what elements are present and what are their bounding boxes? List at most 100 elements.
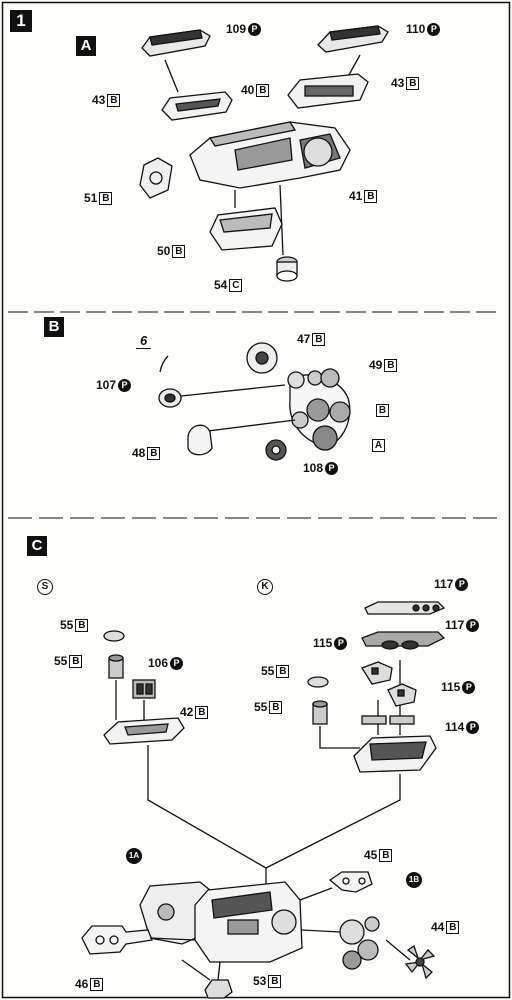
part-number: 55 xyxy=(54,654,68,668)
part-number: 41 xyxy=(349,189,363,203)
part-label-51: 51 B xyxy=(84,191,113,205)
paint-tag: P xyxy=(248,22,262,36)
ref-label-b: B xyxy=(376,404,389,417)
part-label-43-right: 43 B xyxy=(391,76,420,90)
part-label-106: 106 P xyxy=(148,656,184,670)
part-label-45: 45 B xyxy=(364,848,393,862)
part-number: 40 xyxy=(241,83,255,97)
sprue-tag: B xyxy=(276,664,290,678)
part-1b-accessories xyxy=(339,916,380,970)
paint-tag: P xyxy=(455,577,469,591)
sprue-tag: B xyxy=(147,446,161,460)
part-number: 106 xyxy=(148,656,169,670)
sprue-tag: B xyxy=(446,920,460,934)
part-number: 117 xyxy=(434,577,454,591)
part-number: 44 xyxy=(431,920,445,934)
part-40-41-engine-block xyxy=(189,121,351,189)
part-106-carb xyxy=(132,679,156,699)
final-engine-assembly xyxy=(139,881,303,963)
guide-line xyxy=(180,384,286,397)
guide-line xyxy=(149,937,196,941)
guide-line xyxy=(385,939,411,961)
tool-number-6: 6 xyxy=(136,333,152,349)
k-part-115-left xyxy=(361,661,393,685)
section-c-marker: C xyxy=(27,536,47,556)
variant-tag: K xyxy=(257,579,273,595)
part-45-bracket xyxy=(328,871,373,893)
guide-line xyxy=(147,745,267,869)
part-48-cap xyxy=(187,424,213,456)
part-label-48: 48 B xyxy=(132,446,161,460)
variant-tag: S xyxy=(37,579,53,595)
paint-tag: P xyxy=(325,461,339,475)
sprue-tag: B xyxy=(406,76,420,90)
part-number: 110 xyxy=(406,22,426,36)
guide-line xyxy=(301,929,341,933)
part-42-intake xyxy=(103,717,185,745)
ref-label-a: A xyxy=(372,439,385,452)
part-number: 46 xyxy=(75,977,89,991)
part-number: 55 xyxy=(254,700,268,714)
sprue-tag: B xyxy=(90,977,104,991)
part-number: 115 xyxy=(441,680,461,694)
part-label-55-s-top: 55 B xyxy=(60,618,89,632)
k-part-114 xyxy=(361,715,415,725)
part-number: 109 xyxy=(226,22,247,36)
sprue-tag: B xyxy=(107,93,121,107)
guide-line xyxy=(279,184,284,256)
part-number: 54 xyxy=(214,278,228,292)
part-109-scoop xyxy=(141,29,211,57)
part-47-alternator xyxy=(246,342,278,374)
part-label-117-mid: 117 P xyxy=(445,618,480,632)
part-label-47: 47 B xyxy=(297,332,326,346)
ref-marker-1b: 1B xyxy=(406,872,422,888)
sprue-tag: B xyxy=(364,189,378,203)
part-label-53: 53 B xyxy=(253,974,282,988)
ref-marker-1a: 1A xyxy=(126,848,142,864)
part-label-55-k-top: 55 B xyxy=(261,664,290,678)
part-label-117-top: 117 P xyxy=(434,577,469,591)
sprue-tag: B xyxy=(269,700,283,714)
paint-tag: P xyxy=(466,618,480,632)
sprue-tag: B xyxy=(99,191,113,205)
sprue-tag: B xyxy=(268,974,282,988)
sprue-tag: B xyxy=(384,358,398,372)
part-108-pulley xyxy=(265,439,287,461)
part-number: 43 xyxy=(92,93,106,107)
part-number: 51 xyxy=(84,191,98,205)
tool-arrow xyxy=(159,355,169,373)
guide-line xyxy=(199,419,296,433)
variant-s-marker: S xyxy=(37,579,53,595)
guide-line xyxy=(299,887,333,901)
k-part-117-top xyxy=(364,601,446,615)
part-label-41: 41 B xyxy=(349,189,378,203)
paint-tag: P xyxy=(334,636,348,650)
part-label-107: 107 P xyxy=(96,378,132,392)
step-number: 1 xyxy=(10,10,32,32)
section-b-marker: B xyxy=(44,317,64,337)
guide-line xyxy=(319,726,360,749)
guide-line xyxy=(217,961,221,981)
part-label-46: 46 B xyxy=(75,977,104,991)
part-label-54: 54 C xyxy=(214,278,243,292)
part-number: 48 xyxy=(132,446,146,460)
part-label-115-right: 115 P xyxy=(441,680,476,694)
belt-assembly xyxy=(287,368,351,451)
sprue-tag: B xyxy=(312,332,326,346)
part-number: 50 xyxy=(157,244,171,258)
part-110-scoop xyxy=(317,25,389,53)
part-label-49: 49 B xyxy=(369,358,398,372)
part-number: 55 xyxy=(60,618,74,632)
part-number: 107 xyxy=(96,378,117,392)
part-label-50: 50 B xyxy=(157,244,186,258)
paint-tag: P xyxy=(466,720,480,734)
part-50-oil-pan xyxy=(209,207,283,251)
k-part-55-bottom xyxy=(312,700,328,725)
sprue-tag: B xyxy=(172,244,186,258)
part-label-115-left: 115 P xyxy=(313,636,348,650)
part-number: 53 xyxy=(253,974,267,988)
s-part-55-bottom xyxy=(108,654,124,679)
